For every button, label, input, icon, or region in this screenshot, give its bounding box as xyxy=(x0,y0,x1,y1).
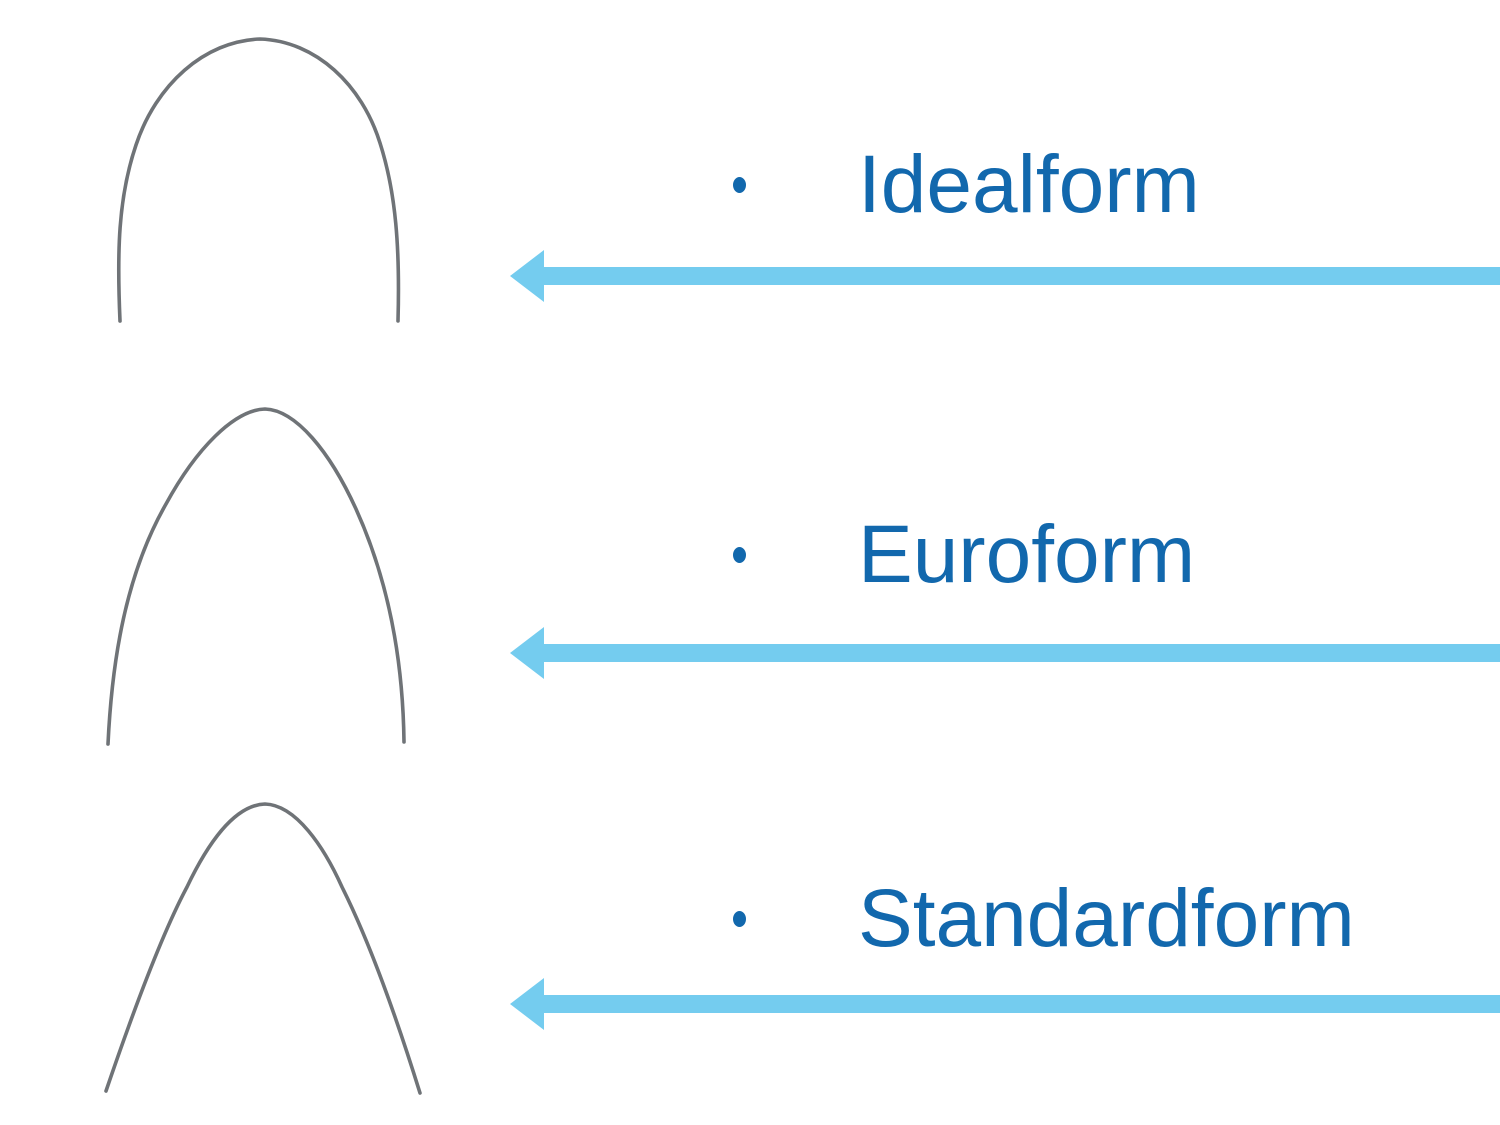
left-arrow-icon xyxy=(510,250,1500,302)
standardform-archwire-image xyxy=(104,802,422,1095)
bullet-icon xyxy=(733,547,746,563)
left-arrow-icon xyxy=(510,627,1500,679)
euroform-archwire-image xyxy=(106,407,406,746)
archform-label-standardform: Standardform xyxy=(858,873,1355,964)
left-arrow-icon xyxy=(510,978,1500,1030)
list-item-standardform: Standardform xyxy=(733,878,1355,960)
bullet-icon xyxy=(733,177,746,193)
list-item-idealform: Idealform xyxy=(733,144,1200,226)
archform-label-euroform: Euroform xyxy=(858,509,1196,600)
idealform-archwire-image xyxy=(116,37,401,323)
bullet-icon xyxy=(733,911,746,927)
archform-label-idealform: Idealform xyxy=(858,139,1200,230)
list-item-euroform: Euroform xyxy=(733,514,1195,596)
